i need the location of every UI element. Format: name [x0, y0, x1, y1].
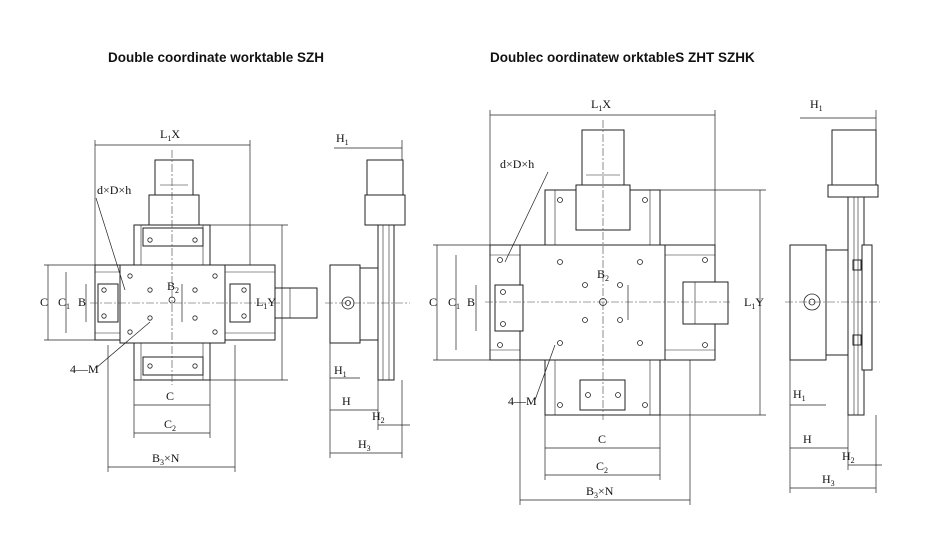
- label-b3n-right: B3×N: [586, 484, 614, 500]
- label-l1x-right: L1X: [591, 97, 611, 113]
- label-h2-side-left: H2: [372, 409, 385, 425]
- label-c-vert-left: C: [40, 295, 48, 309]
- label-b-vert-right: B: [467, 295, 475, 309]
- label-c-bottom-left: C: [166, 389, 174, 403]
- label-b2-right: B2: [597, 267, 609, 283]
- label-l1y-right: L1Y: [744, 295, 764, 311]
- szht-side-view: [785, 110, 882, 493]
- label-h3-side-right: H3: [822, 472, 835, 488]
- label-c1-vert-right: C1: [448, 295, 460, 311]
- label-4m-right: 4—M: [508, 394, 537, 408]
- label-l1x-left: L1X: [160, 127, 180, 143]
- label-h-side-right: H: [803, 432, 812, 446]
- szh-top-view: [44, 140, 318, 472]
- label-c2-left: C2: [164, 417, 176, 433]
- szh-side-view: [325, 140, 410, 458]
- label-dxdxh-right: d×D×h: [500, 157, 534, 171]
- label-c2-right: C2: [596, 459, 608, 475]
- label-h1-side-left-bottom: H1: [334, 363, 347, 379]
- szht-top-view: [433, 110, 766, 505]
- label-c-vert-right: C: [429, 295, 437, 309]
- label-h1-side-left-top: H1: [336, 131, 349, 147]
- label-h1-side-right-top: H1: [810, 97, 823, 113]
- label-4m-left: 4—M: [70, 362, 99, 376]
- title-szht-szhk: Doublec oordinatew orktableS ZHT SZHK: [490, 50, 755, 65]
- label-h3-side-left: H3: [358, 437, 371, 453]
- label-h2-side-right: H2: [842, 449, 855, 465]
- label-c1-vert-left: C1: [58, 295, 70, 311]
- label-h1-side-right-bottom: H1: [793, 387, 806, 403]
- label-c-bottom-right: C: [598, 432, 606, 446]
- label-h-side-left: H: [342, 394, 351, 408]
- label-l1y-left: L1Y: [256, 295, 276, 311]
- label-dxdxh-left: d×D×h: [97, 183, 131, 197]
- title-szh: Double coordinate worktable SZH: [108, 50, 325, 65]
- label-b-vert-left: B: [78, 295, 86, 309]
- label-b3n-left: B3×N: [152, 451, 180, 467]
- label-b2-left: B2: [167, 279, 179, 295]
